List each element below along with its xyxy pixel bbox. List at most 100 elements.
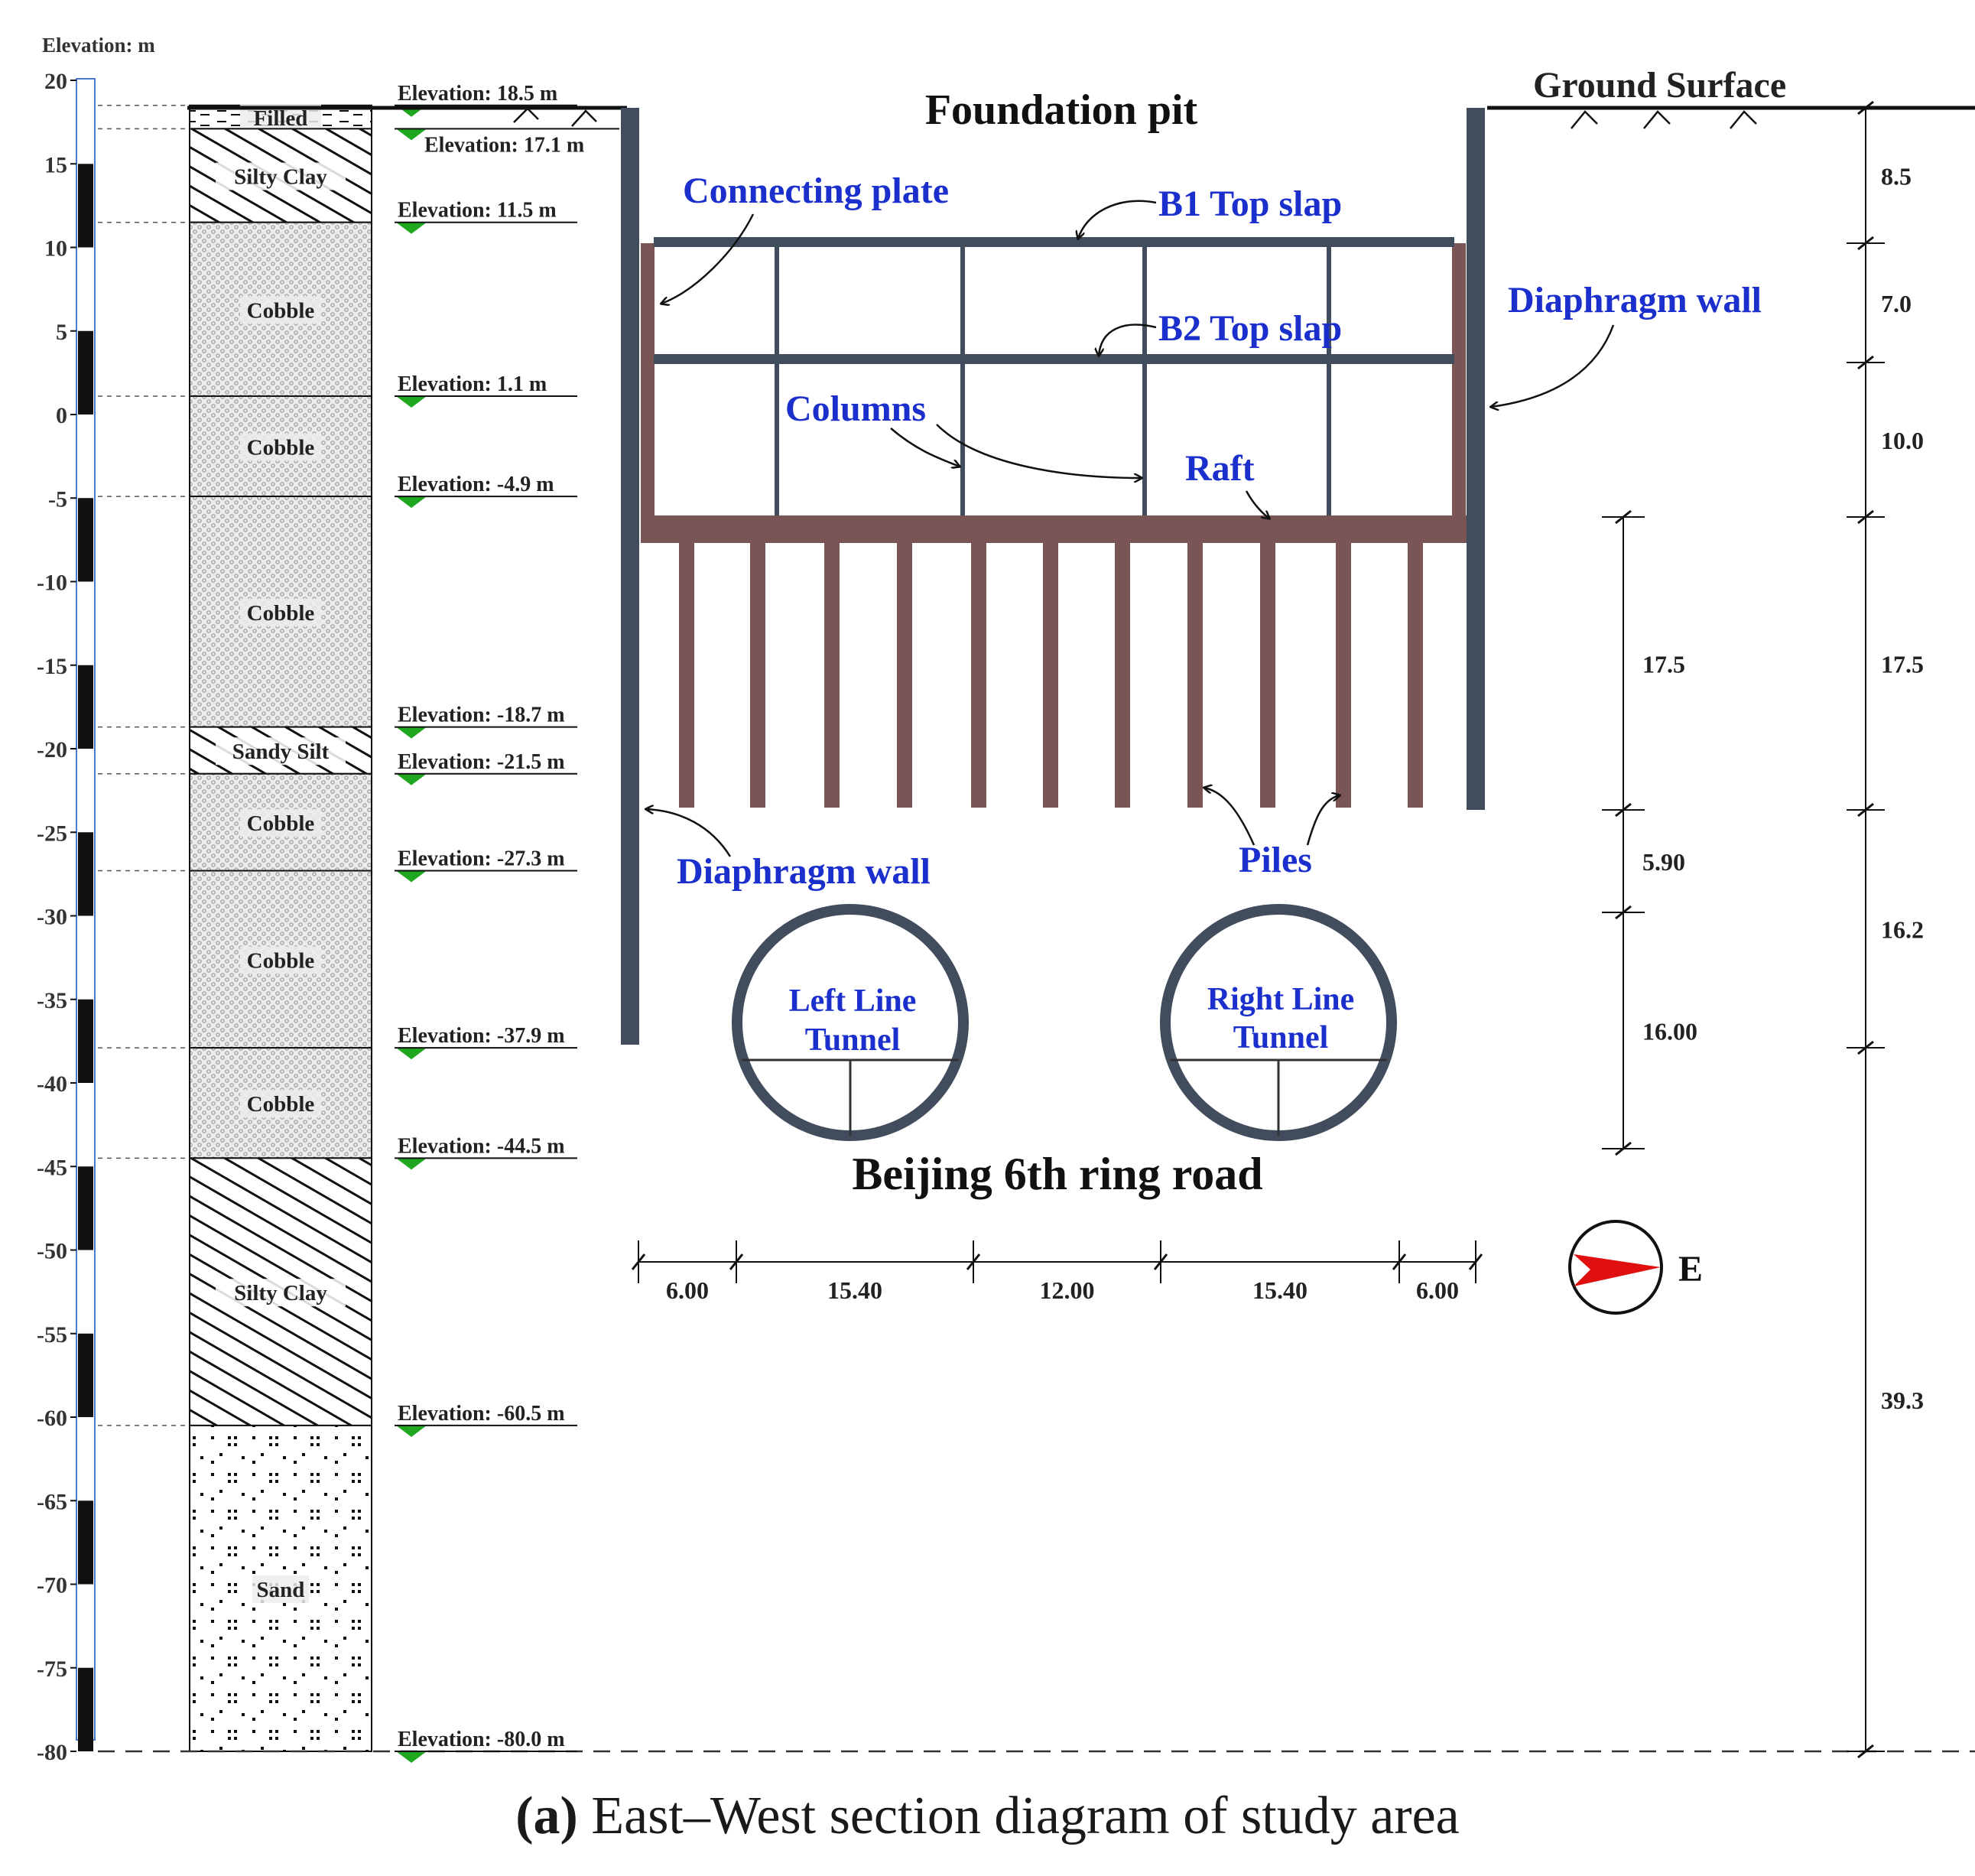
elevation-marker-triangle-icon xyxy=(396,496,427,509)
ring-road-label: Beijing 6th ring road xyxy=(852,1149,1262,1199)
diaphragm-wall-left-label: Diaphragm wall xyxy=(677,851,931,892)
column xyxy=(1327,243,1331,517)
horizontal-dimension-label: 15.40 xyxy=(827,1276,882,1304)
horizontal-dimension-tick xyxy=(1468,1253,1483,1270)
stratum-label: Cobble xyxy=(247,298,315,323)
diaphragm-wall-right xyxy=(1467,108,1485,810)
elevation-axis-tick-label: -80 xyxy=(37,1740,67,1765)
elevation-axis-tick-label: -75 xyxy=(37,1657,67,1682)
outer-dimension-tick xyxy=(1857,1040,1874,1055)
compass-arrow-icon xyxy=(1574,1254,1661,1286)
stratum-boundary-lines xyxy=(98,105,1975,1753)
caption-text: East–West section diagram of study area xyxy=(577,1787,1460,1845)
elevation-marker-label: Elevation: 18.5 m xyxy=(398,82,557,106)
raft-label: Raft xyxy=(1185,448,1255,489)
elevation-axis-ticks: 20151050-5-10-15-20-25-30-35-40-45-50-55… xyxy=(37,69,76,1765)
horizontal-dimension-tick xyxy=(729,1253,744,1270)
elevation-axis-tick-label: -15 xyxy=(37,654,67,679)
pile xyxy=(1187,543,1203,808)
left-tunnel-label-line2: Tunnel xyxy=(805,1023,901,1058)
connecting-plate-label: Connecting plate xyxy=(683,171,949,211)
figure-caption: (a) East–West section diagram of study a… xyxy=(0,1786,1975,1847)
elevation-axis-tick-label: -65 xyxy=(37,1489,67,1514)
elevation-marker-label: Elevation: 17.1 m xyxy=(424,133,584,157)
b2-top-slap-label: B2 Top slap xyxy=(1158,308,1342,349)
elevation-marker-label: Elevation: -21.5 m xyxy=(398,750,565,774)
b2-top-slab xyxy=(654,354,1454,364)
stratum-label-bg xyxy=(216,162,346,190)
inner-dimension-label: 16.00 xyxy=(1642,1018,1697,1045)
elevation-marker-label: Elevation: -37.9 m xyxy=(398,1024,565,1048)
stratum-label: Cobble xyxy=(247,1092,315,1117)
elevation-axis-block xyxy=(78,999,93,1083)
pile xyxy=(971,543,986,808)
horizontal-dimension-tick xyxy=(631,1253,646,1270)
elevation-marker-label: Elevation: -27.3 m xyxy=(398,847,565,871)
outer-dimension-label: 39.3 xyxy=(1881,1387,1924,1414)
stratum-label: Sandy Silt xyxy=(232,740,330,764)
elevation-axis-blocks xyxy=(78,164,93,1751)
column xyxy=(1142,243,1147,517)
elevation-marker-triangle-icon xyxy=(396,395,427,408)
leader-piles-right xyxy=(1306,795,1340,846)
diaphragm-wall-left xyxy=(621,108,639,1045)
stratum-label-bg xyxy=(240,598,321,626)
elevation-markers: Elevation: 18.5 m Elevation: 17.1 m Elevat… xyxy=(395,82,619,1763)
elevation-axis-tick-label: -45 xyxy=(37,1155,67,1180)
side-wall-left xyxy=(641,243,655,517)
elevation-marker-label: Elevation: -44.5 m xyxy=(398,1134,565,1158)
elevation-axis-tick-label: -5 xyxy=(48,486,67,512)
outer-dimension-label: 8.5 xyxy=(1881,163,1912,190)
horizontal-dimension-tick xyxy=(966,1253,981,1270)
outer-dimension-label: 16.2 xyxy=(1881,916,1924,944)
elevation-axis-tick-label: -50 xyxy=(37,1239,67,1264)
stratum-label: Silty Clay xyxy=(234,1281,327,1305)
outer-dimension-tick xyxy=(1857,355,1874,370)
stratum-label: Cobble xyxy=(247,948,315,973)
leader-columns-a xyxy=(890,428,960,467)
section-diagram: Elevation: m 20151050-5-10-15-20-25-30-3… xyxy=(37,34,1975,1765)
column xyxy=(960,243,965,517)
side-wall-right xyxy=(1452,243,1466,517)
callout-leaders xyxy=(646,200,1615,857)
outer-dimension-label: 10.0 xyxy=(1881,427,1924,454)
elevation-axis-tick-label: 10 xyxy=(44,236,67,262)
elevation-marker-triangle-icon xyxy=(396,773,427,785)
b1-top-slab xyxy=(654,237,1454,247)
stratum-label-bg xyxy=(252,1575,309,1603)
pile xyxy=(679,543,694,808)
pile xyxy=(897,543,912,808)
stratum-label-bg xyxy=(240,296,321,324)
elevation-axis-tick-label: 0 xyxy=(56,403,67,428)
horizontal-dimension-label: 6.00 xyxy=(666,1276,709,1304)
stratum-label: Silty Clay xyxy=(234,165,327,190)
leader-b1-top-slap xyxy=(1078,200,1157,239)
caption-letter: (a) xyxy=(515,1787,578,1845)
horizontal-dimension-tick xyxy=(1153,1253,1168,1270)
horizontal-dimension-label: 15.40 xyxy=(1252,1276,1307,1304)
elevation-axis-block xyxy=(78,330,93,415)
elevation-axis-tick-label: -40 xyxy=(37,1071,67,1097)
leader-diaphragm-wall-right xyxy=(1491,324,1615,407)
horizontal-dimension-label: 12.00 xyxy=(1040,1276,1095,1304)
stratum-label-bg xyxy=(216,1279,346,1307)
leader-piles-left xyxy=(1204,788,1255,846)
elevation-marker-triangle-icon xyxy=(396,1751,427,1763)
inner-dimension-tick xyxy=(1615,509,1632,525)
elevation-axis-title: Elevation: m xyxy=(42,34,155,57)
outer-vertical-dimensions: 8.57.010.017.516.239.3 xyxy=(1847,100,1924,1759)
ground-surface: Ground Surface xyxy=(187,65,1975,129)
right-tunnel: Right Line Tunnel xyxy=(1160,904,1397,1141)
right-tunnel-label-line1: Right Line xyxy=(1207,982,1355,1017)
leader-raft xyxy=(1245,490,1269,519)
elevation-axis-tick-label: 5 xyxy=(56,320,67,345)
elevation-marker-triangle-icon xyxy=(396,1158,427,1170)
elevation-axis-tick-label: -25 xyxy=(37,821,67,846)
elevation-marker-triangle-icon xyxy=(396,222,427,234)
elevation-axis-tick-label: -35 xyxy=(37,988,67,1013)
elevation-marker-label: Elevation: -4.9 m xyxy=(398,473,554,496)
ground-hatch-marks xyxy=(513,107,1757,129)
elevation-axis-block xyxy=(78,1667,93,1751)
column xyxy=(775,243,779,517)
